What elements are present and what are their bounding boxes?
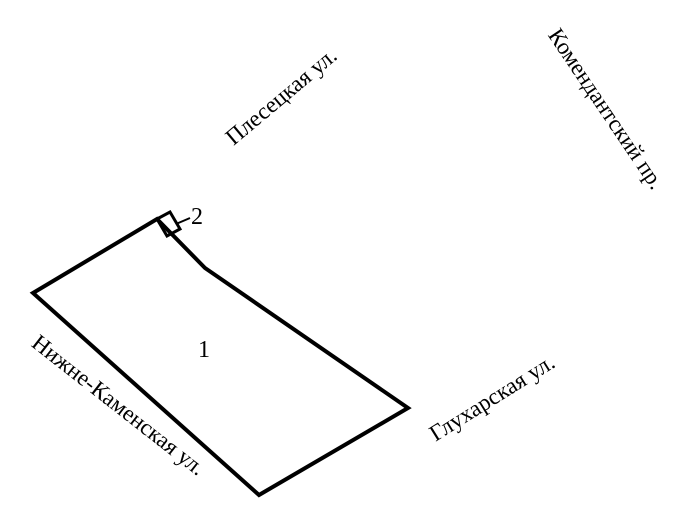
street-label-plesetskaya: Плесецкая ул. (221, 43, 342, 150)
street-label-glukharskaya: Глухарская ул. (425, 349, 559, 446)
street-label-komendantsky: Комендантский пр. (543, 24, 669, 194)
plot-2-outline (154, 209, 183, 239)
plot-1-outline (29, 216, 412, 498)
plot-1-label: 1 (198, 337, 210, 363)
plot-2-label: 2 (191, 204, 203, 230)
street-label-nizhne-kamenskaya: Нижне-Каменская ул. (27, 330, 210, 481)
plot-2-leader-line (175, 217, 191, 225)
